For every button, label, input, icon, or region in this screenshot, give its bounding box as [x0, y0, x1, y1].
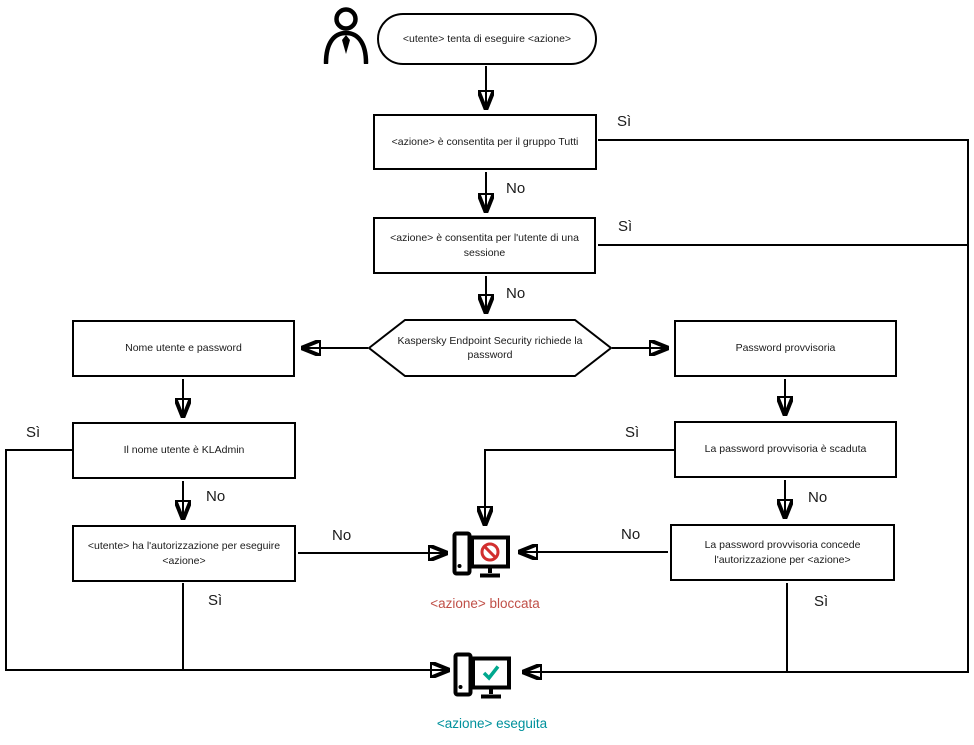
executed-computer-icon [453, 652, 511, 699]
user-icon [323, 7, 369, 64]
edge-label-yes-group: Sì [617, 113, 632, 130]
node-user-authorized: <utente> ha l'autorizzazione per eseguir… [72, 525, 296, 582]
outcome-blocked-label: <azione> bloccata [430, 596, 540, 611]
node-password-prompt: Kaspersky Endpoint Security richiede la … [368, 318, 612, 378]
edge-label-yes-authorized: Sì [208, 592, 223, 609]
edge-group-yes [524, 139, 969, 672]
node-temp-grants: La password provvisoria concede l'autori… [670, 524, 895, 581]
blocked-computer-icon [452, 531, 510, 578]
edge-label-yes-session: Sì [618, 218, 633, 235]
edge-label-no-session: No [506, 285, 526, 302]
node-is-kladmin: Il nome utente è KLAdmin [72, 422, 296, 479]
edge-expired-yes [485, 449, 674, 524]
edge-label-no-group: No [506, 180, 526, 197]
edge-label-yes-grants: Sì [814, 593, 829, 610]
node-allowed-session: <azione> è consentita per l'utente di un… [373, 217, 596, 274]
edge-label-yes-expired: Sì [625, 424, 640, 441]
outcome-executed-label: <azione> eseguita [436, 716, 548, 731]
edge-kladmin-yes [5, 449, 448, 670]
node-password-prompt-label: Kaspersky Endpoint Security richiede la … [397, 334, 583, 361]
hexagon-shape [368, 319, 612, 377]
edge-label-no-kladmin: No [206, 488, 226, 505]
checkmark-icon [482, 665, 500, 681]
edge-label-no-authorized: No [332, 527, 352, 544]
node-username-password: Nome utente e password [72, 320, 295, 377]
edge-label-no-grants: No [621, 526, 641, 543]
node-start: <utente> tenta di eseguire <azione> [377, 13, 597, 65]
node-temp-password: Password provvisoria [674, 320, 897, 377]
edge-label-yes-kladmin: Sì [26, 424, 41, 441]
prohibition-icon [480, 542, 500, 562]
edge-label-no-expired: No [808, 489, 828, 506]
node-allowed-group: <azione> è consentita per il gruppo Tutt… [373, 114, 597, 170]
node-temp-expired: La password provvisoria è scaduta [674, 421, 897, 478]
